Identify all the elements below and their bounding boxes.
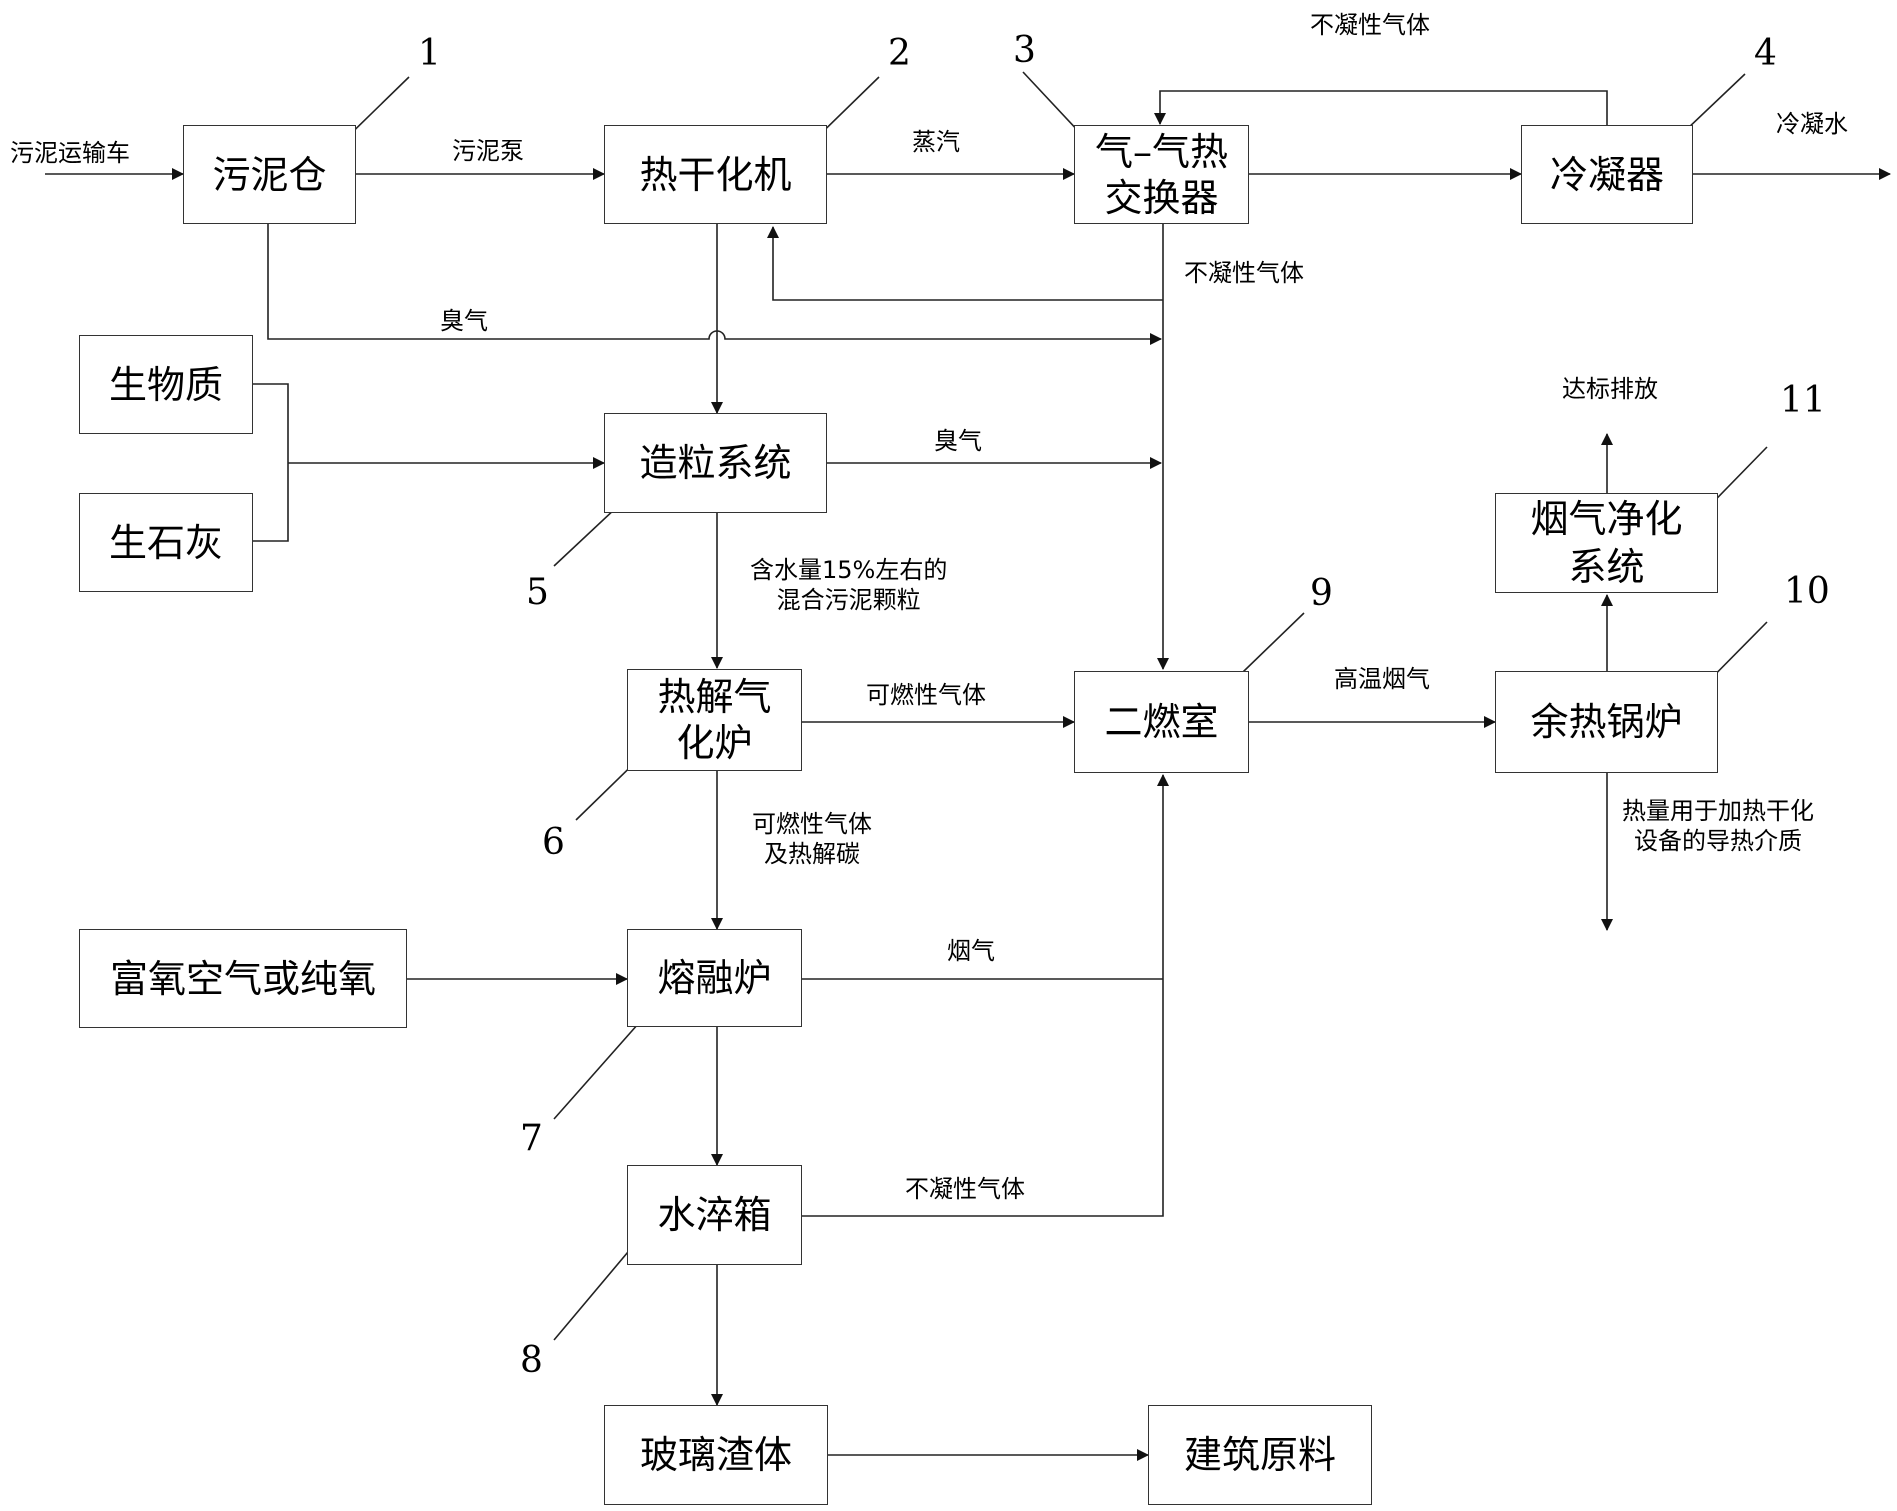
label-discharge: 达标排放 xyxy=(1562,375,1658,403)
melting-furnace-box: 熔融炉 xyxy=(627,929,802,1027)
oxygen-supply-box: 富氧空气或纯氧 xyxy=(79,929,407,1028)
arrow-odor-bin xyxy=(267,224,1162,345)
leader-8 xyxy=(553,1245,634,1341)
arrow-noncondensable-to-dryer xyxy=(767,226,1163,301)
label-flue-gas: 烟气 xyxy=(947,937,995,965)
bracket-biomass-lime xyxy=(252,383,289,542)
pyrolysis-gasifier-box: 热解气 化炉 xyxy=(627,669,802,771)
dryer-box: 热干化机 xyxy=(604,125,827,224)
number-4: 4 xyxy=(1754,33,1777,74)
number-2: 2 xyxy=(888,33,911,74)
number-6: 6 xyxy=(542,822,565,863)
number-1: 1 xyxy=(418,33,441,74)
flue-gas-cleaning-box: 烟气净化 系统 xyxy=(1495,493,1718,593)
arrow-gases-to-chamber xyxy=(802,774,1169,1217)
number-10: 10 xyxy=(1784,571,1830,612)
label-noncondensable-mid: 不凝性气体 xyxy=(1184,259,1304,287)
building-material-box: 建筑原料 xyxy=(1148,1405,1372,1505)
label-heat-use: 热量用于加热干化 设备的导热介质 xyxy=(1622,797,1814,855)
label-condensate: 冷凝水 xyxy=(1776,110,1848,138)
label-sludge-pump: 污泥泵 xyxy=(452,137,524,165)
quench-tank-box: 水淬箱 xyxy=(627,1165,802,1265)
glass-slag-box: 玻璃渣体 xyxy=(604,1405,828,1505)
biomass-box: 生物质 xyxy=(79,335,253,434)
number-3: 3 xyxy=(1013,30,1036,71)
label-odor-granulation: 臭气 xyxy=(934,427,982,455)
waste-heat-boiler-box: 余热锅炉 xyxy=(1495,671,1718,773)
arrow-noncondensable-loop xyxy=(1154,90,1608,125)
number-7: 7 xyxy=(520,1118,543,1159)
secondary-combustion-chamber-box: 二燃室 xyxy=(1074,671,1249,773)
number-9: 9 xyxy=(1310,573,1333,614)
label-odor-bin: 臭气 xyxy=(440,307,488,335)
quicklime-box: 生石灰 xyxy=(79,493,253,592)
number-8: 8 xyxy=(520,1340,543,1381)
label-sludge-truck: 污泥运输车 xyxy=(10,139,130,167)
granulation-system-box: 造粒系统 xyxy=(604,413,827,513)
heat-exchanger-box: 气–气热 交换器 xyxy=(1074,125,1249,224)
number-11: 11 xyxy=(1780,380,1826,421)
condenser-box: 冷凝器 xyxy=(1521,125,1693,224)
label-mixed-granules: 含水量15%左右的 混合污泥颗粒 xyxy=(750,556,948,614)
label-noncondensable-bottom: 不凝性气体 xyxy=(905,1175,1025,1203)
label-high-temp-flue-gas: 高温烟气 xyxy=(1334,665,1430,693)
sludge-bin-box: 污泥仓 xyxy=(183,125,356,224)
number-5: 5 xyxy=(526,572,549,613)
label-combustible-gas: 可燃性气体 xyxy=(866,681,986,709)
label-steam: 蒸汽 xyxy=(912,128,960,156)
label-noncondensable-top: 不凝性气体 xyxy=(1310,11,1430,39)
label-combustible-gas-char: 可燃性气体 及热解碳 xyxy=(752,810,872,868)
